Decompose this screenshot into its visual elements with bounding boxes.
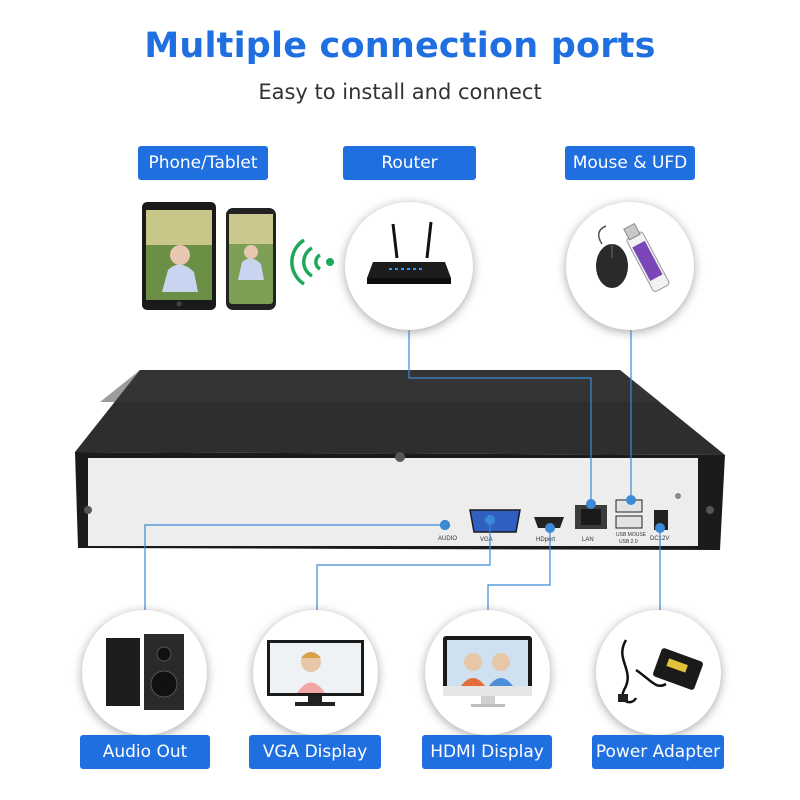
port-label-usb-sub: USB 2.0 bbox=[619, 539, 638, 545]
port-label-usb: USB MOUSE bbox=[616, 532, 647, 538]
label-power-adapter: Power Adapter bbox=[592, 735, 724, 769]
speaker-icon bbox=[82, 610, 207, 735]
label-router: Router bbox=[343, 146, 476, 180]
router-icon bbox=[345, 202, 473, 330]
imac-icon bbox=[425, 610, 550, 735]
label-phone-tablet: Phone/Tablet bbox=[138, 146, 268, 180]
label-vga-display: VGA Display bbox=[249, 735, 381, 769]
port-label-lan: LAN bbox=[582, 537, 594, 543]
port-label-vga: VGA bbox=[480, 537, 493, 543]
port-label-power: DC12V bbox=[650, 536, 669, 542]
port-label-audio: AUDIO bbox=[438, 536, 457, 542]
page-subtitle: Easy to install and connect bbox=[258, 80, 542, 104]
label-hdmi-display: HDMI Display bbox=[422, 735, 552, 769]
monitor-icon bbox=[253, 610, 378, 735]
label-audio-out: Audio Out bbox=[80, 735, 210, 769]
port-label-hdmi: HDport bbox=[536, 537, 555, 543]
power-adapter-icon bbox=[596, 610, 721, 735]
phone-tablet-icon bbox=[140, 200, 340, 315]
page-title: Multiple connection ports bbox=[144, 26, 656, 66]
mouse-usb-icon bbox=[566, 202, 694, 330]
nvr-recorder: AUDIO VGA HDport LAN USB MOUSE USB 2.0 D… bbox=[60, 360, 740, 560]
label-mouse-ufd: Mouse & UFD bbox=[565, 146, 695, 180]
